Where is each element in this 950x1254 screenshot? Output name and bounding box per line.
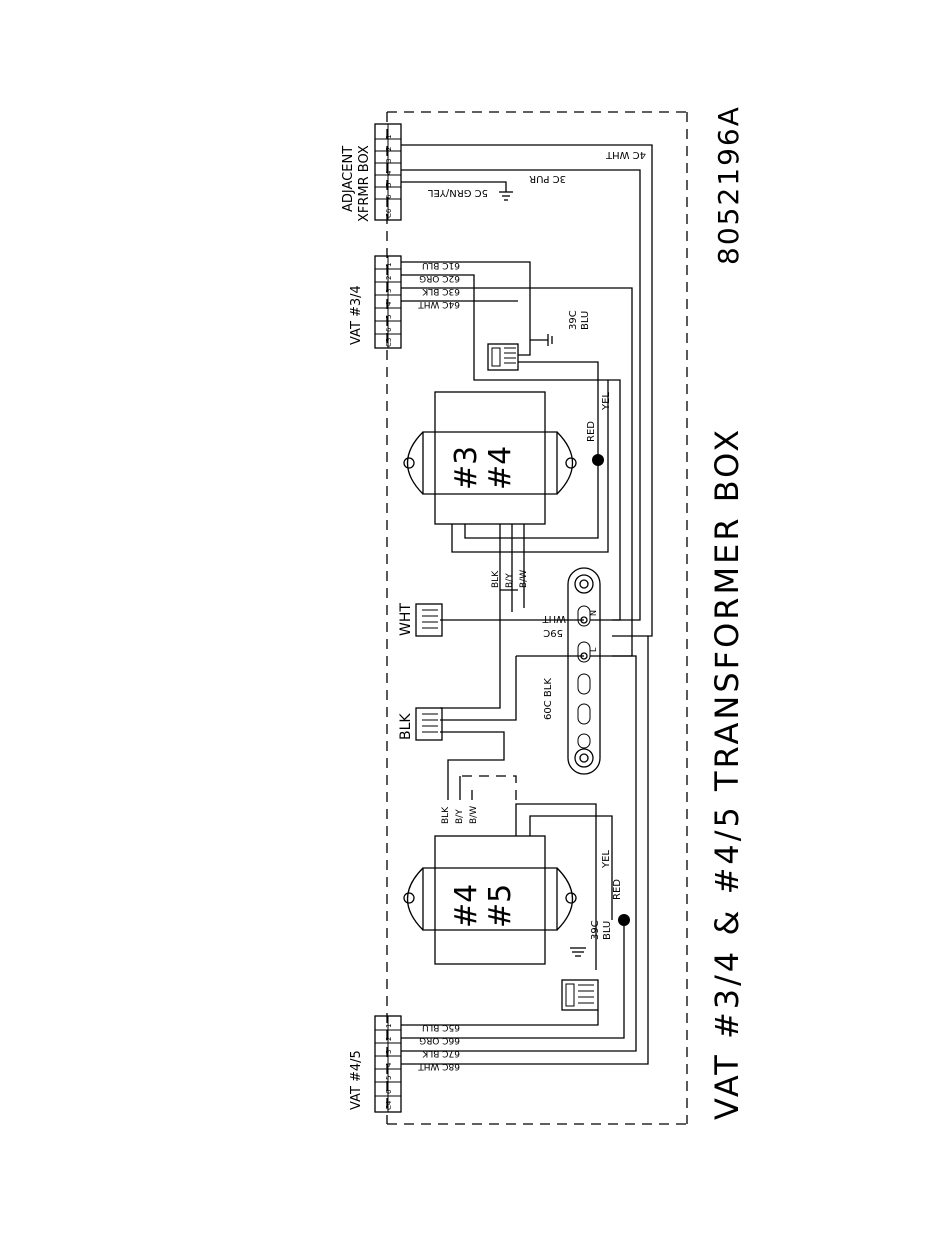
blk-label-45: BLK [441,806,451,824]
vat45-pin: 2 [385,1037,393,1041]
wire-label-62c: 62C ORG [419,273,460,283]
dashed-jumper [459,775,517,800]
wire-59c-label: 59C [543,627,563,638]
adjacent-pin: 6 [385,194,393,199]
vat34-pin: 1 [385,263,393,267]
terminal-n: N [589,610,598,616]
wire-label-65c: 65C BLU [422,1022,460,1032]
wht-plug-label: WHT [398,603,414,636]
vat45-connector: VAT #4/5 C4 6 5 4 3 2 1 65C BLU 66C ORG … [349,636,649,1113]
terminal-block: N L 59C WHT 60C BLK [440,567,601,775]
yel-wire-label-45: YEL [601,850,612,869]
by-label-45: B/Y [455,809,465,824]
red-wire-label-45: RED [612,879,623,900]
adjacent-label-1: ADJACENT [341,146,356,212]
vat34-label: VAT #3/4 [349,285,364,345]
by-label-34: B/Y [505,573,515,588]
vat34-pin: 3 [385,289,393,293]
vat45-pin: 6 [385,1089,393,1094]
transformer-45-num2: #5 [483,884,518,928]
wire-label-67c: 67C BLK [421,1048,460,1058]
adjacent-pin: 1 [385,135,393,139]
drawing-number: 8052196A [712,105,745,265]
adjacent-pin: 4 [385,170,393,175]
transformer-34-num1: #3 [449,446,484,490]
vat34-connector: VAT #3/4 C3 6 5 4 3 2 1 61C BLU 62C ORG … [349,255,633,657]
blk-plug: BLK [398,590,505,800]
ground-39c-color: BLU [580,311,591,330]
transformer-45: BLK B/Y B/W #4 #5 RED YEL [401,803,630,1039]
ground-39c-label-45: 39C [590,920,601,940]
adjacent-pin: 3 [385,159,393,163]
bw-label-45: B/W [469,806,479,824]
blk-label-34: BLK [491,570,501,588]
vat34-pin: 6 [385,327,393,332]
blk-plug-label: BLK [398,713,414,740]
wire-59c-color: WHT [542,613,566,624]
vat45-connector-id: C4 [385,1100,393,1110]
wire-label-68c: 68C WHT [418,1061,460,1071]
ground-39c-color-45: BLU [602,921,613,940]
vat45-pin: 1 [385,1024,393,1028]
transformer-45-num1: #4 [449,884,484,928]
vat34-pin: 2 [385,276,393,280]
vat45-label: VAT #4/5 [349,1050,364,1110]
wire-4c-label: 4C WHT [605,149,646,160]
bw-label-34: B/W [519,570,529,588]
transformer-34-num2: #4 [483,446,518,490]
wire-label-61c: 61C BLU [422,260,460,270]
vat34-pin: 5 [385,315,393,319]
adjacent-pin: 2 [385,147,393,151]
diagram-title: VAT #3/4 & #4/5 TRANSFORMER BOX [708,427,746,1120]
wire-60c-label: 60C BLK [543,678,554,720]
adjacent-label-2: XFRMR BOX [357,145,372,222]
adjacent-pin: 5 [385,183,393,187]
wire-3c-label: 3C PUR [529,173,566,184]
transformer-34: #3 #4 RED YEL BLK B/Y B/W [403,380,612,612]
yel-wire-label: YEL [601,392,612,411]
vat45-pin: 4 [385,1062,393,1067]
red-wire-label: RED [586,421,597,442]
plug-vat45: 39C BLU [561,920,613,1011]
vat45-pin: 5 [385,1076,393,1080]
plug-vat34 [487,343,599,460]
wire-label-66c: 66C ORG [419,1035,460,1045]
vat34-pin: 4 [385,301,393,306]
vat34-connector-id: C3 [385,338,393,347]
wire-label-64c: 64C WHT [418,299,460,309]
wire-label-63c: 63C BLK [421,286,460,296]
wht-plug: WHT [398,603,443,637]
adjacent-connector-id: C6 [385,208,393,218]
vat45-pin: 3 [385,1050,393,1054]
ground-39c-label: 39C [568,310,579,330]
wire-5c-label: 5C GRN/YEL [428,187,488,198]
terminal-l: L [589,647,598,652]
